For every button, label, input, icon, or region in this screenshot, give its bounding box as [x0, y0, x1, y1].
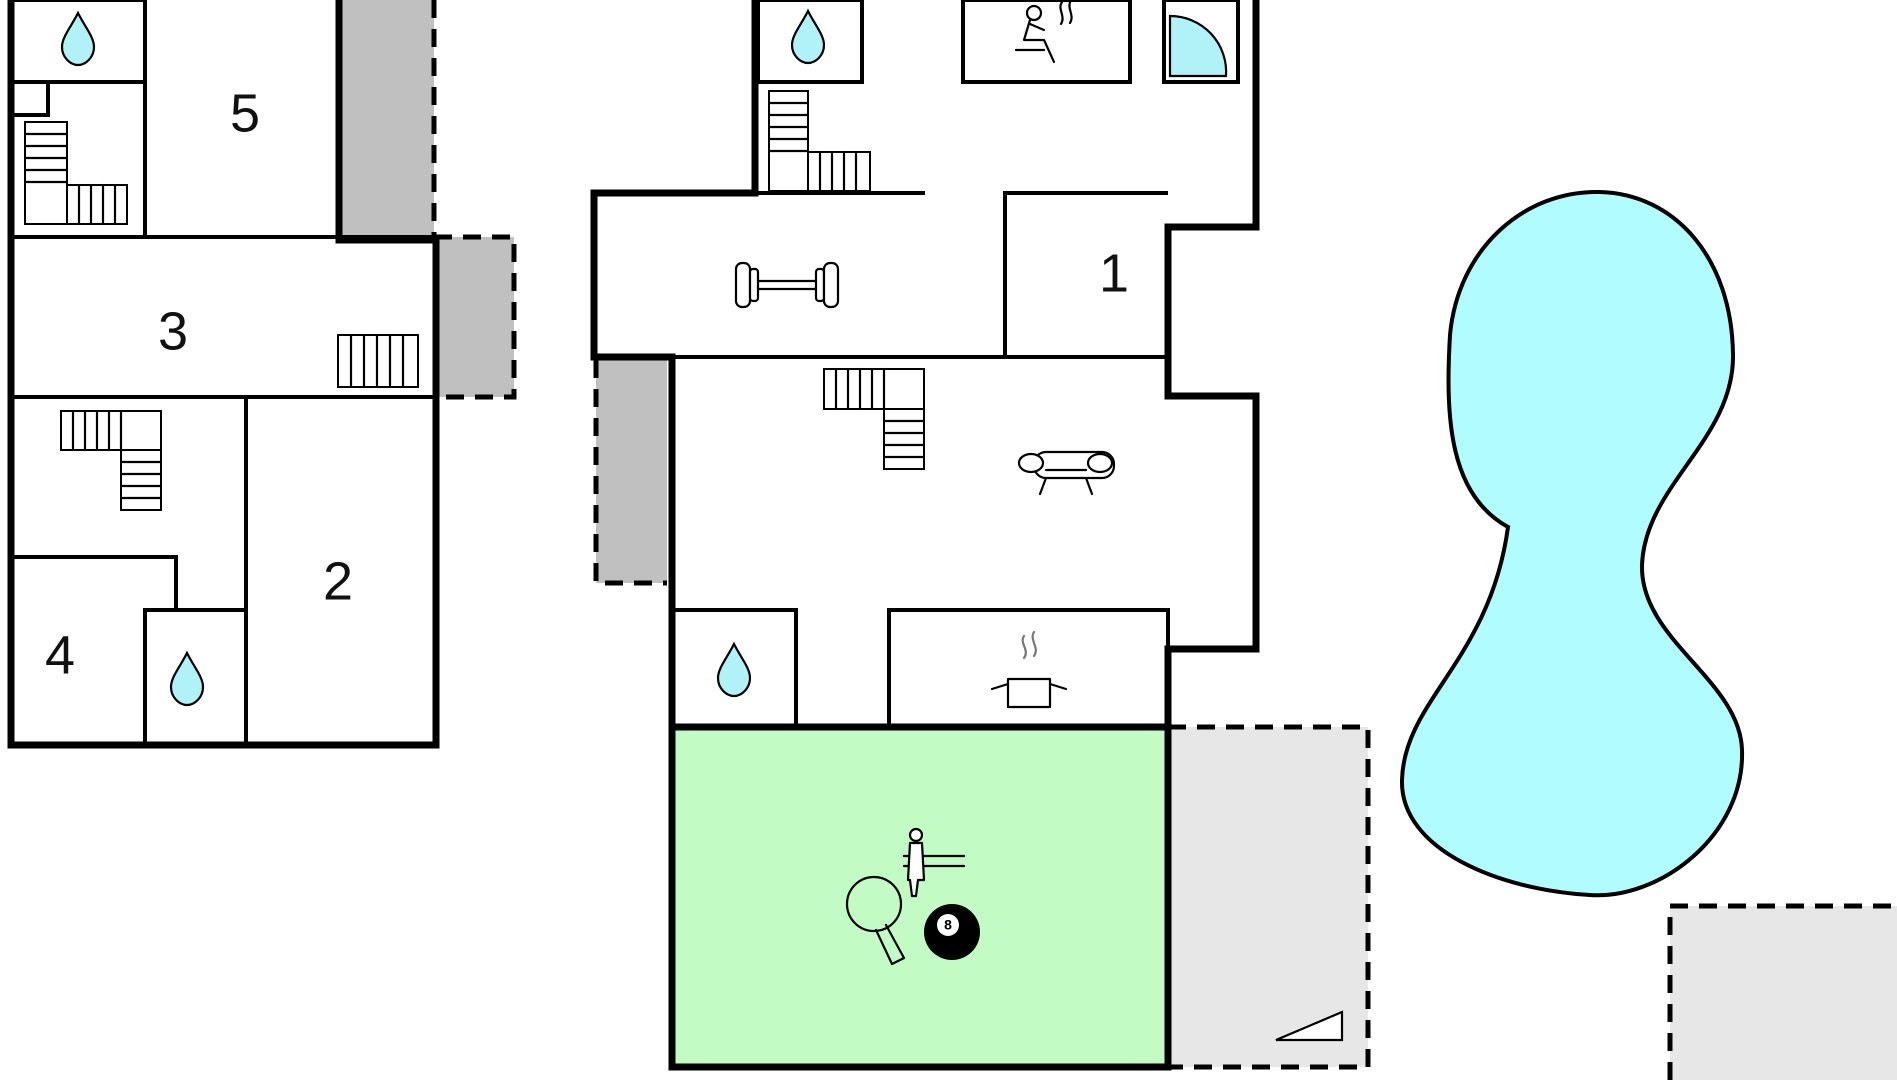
entrance-marker-icon — [1275, 1010, 1344, 1042]
outdoor-area-right-dash — [1667, 903, 1897, 1080]
staircase-icon — [767, 90, 871, 193]
water-drop-icon — [790, 9, 826, 65]
table-tennis-icon — [845, 875, 906, 966]
covered-terrace-left-top — [339, 0, 434, 237]
billiard-8-ball-icon: 8 — [924, 904, 980, 960]
covered-terrace-left-side-dash — [434, 234, 517, 400]
sauna-room — [961, 0, 1132, 84]
water-drop-icon — [169, 651, 205, 707]
outdoor-area-middle — [1168, 727, 1368, 1067]
staircase-icon — [823, 367, 926, 470]
sauna-icon — [1014, 0, 1073, 64]
outdoor-area-right — [1670, 906, 1897, 1080]
staircase-icon — [60, 409, 163, 511]
water-drop-icon — [60, 11, 96, 67]
left-building: 5 3 — [7, 0, 517, 749]
outdoor-area-middle-dash — [1168, 724, 1371, 1070]
bathroom-top-middle — [756, 0, 864, 84]
room-number-2: 2 — [323, 551, 353, 611]
cooking-pot-icon — [990, 630, 1068, 709]
staircase-icon — [337, 333, 419, 389]
swimming-pool — [1399, 189, 1745, 898]
room-number-3: 3 — [158, 301, 188, 361]
activity-room — [672, 727, 1168, 1067]
table-football-icon — [902, 827, 966, 898]
stair-hall-top-left — [11, 82, 50, 117]
room-number-5: 5 — [230, 83, 260, 143]
staircase-icon — [23, 121, 128, 226]
dumbbell-icon — [734, 261, 840, 309]
middle-building: 1 — [590, 0, 1371, 1071]
wall-room1 — [1003, 191, 1168, 357]
room-number-1: 1 — [1099, 243, 1129, 303]
wall-room4-top — [11, 555, 178, 610]
billiard-ball-number: 8 — [944, 917, 952, 933]
water-drop-icon — [716, 642, 752, 698]
kitchen-room — [887, 608, 1170, 729]
covered-terrace-middle — [596, 360, 667, 583]
bathroom-top-left — [9, 0, 147, 84]
left-building-outer-wall — [7, 0, 440, 749]
covered-terrace-middle-dash — [593, 360, 667, 586]
room-number-4: 4 — [45, 625, 75, 685]
shower-icon — [1162, 0, 1240, 84]
middle-building-outer-wall — [590, 0, 1260, 1071]
covered-terrace-left-side — [434, 237, 514, 397]
sofa-icon — [1017, 450, 1116, 496]
